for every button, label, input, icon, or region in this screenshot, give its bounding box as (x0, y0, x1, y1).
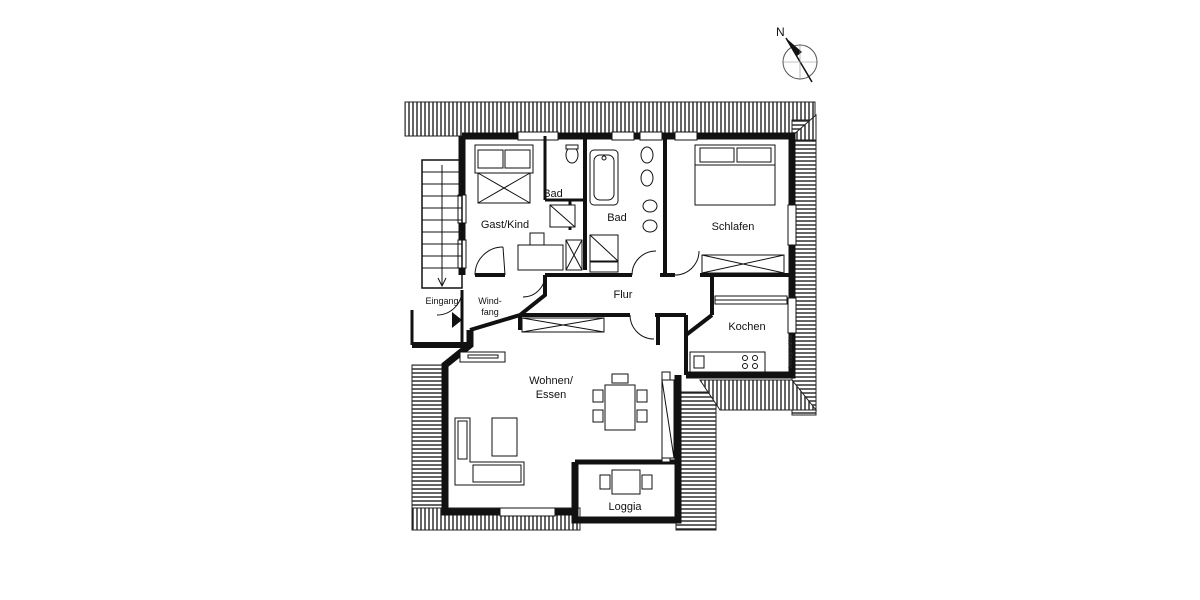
entrance-arrow-icon (452, 312, 462, 328)
double-bed-icon (694, 144, 776, 206)
roof-bottom-right (675, 391, 717, 531)
roof-overhang (404, 101, 818, 531)
roof-top (404, 101, 816, 137)
desk-icon (517, 244, 564, 271)
roof-right (791, 119, 817, 416)
label-wohnen-1: Wohnen/ (529, 375, 574, 387)
guest-sofa-icon (474, 144, 534, 204)
dining-table-icon (604, 384, 636, 431)
label-kochen: Kochen (728, 321, 765, 333)
label-gast-kind: Gast/Kind (481, 219, 529, 231)
label-windfang-1: Wind- (478, 296, 502, 306)
coffee-table-icon (491, 417, 518, 457)
label-bad-small: Bad (543, 188, 563, 200)
room-labels: Gast/Kind Bad Bad Schlafen Eingang Wind-… (425, 188, 765, 513)
interior-walls (469, 136, 792, 375)
staircase (421, 159, 463, 289)
label-flur: Flur (614, 289, 633, 301)
sink-2-icon (642, 219, 658, 233)
north-arrow-icon: N (776, 25, 818, 83)
label-schlafen: Schlafen (712, 221, 755, 233)
toilet-main-icon (640, 169, 654, 187)
entrance-walls (410, 290, 470, 348)
furniture (454, 144, 788, 495)
label-bad-main: Bad (607, 212, 627, 224)
compass-north-label: N (776, 25, 785, 39)
sink-icon (642, 199, 658, 213)
loggia-table-icon (611, 469, 641, 495)
roof-left (411, 364, 445, 521)
watermark: Immogrundriss (788, 334, 794, 368)
roof-right-slant (699, 379, 818, 411)
label-wohnen-2: Essen (536, 389, 567, 401)
label-loggia: Loggia (608, 501, 642, 513)
label-windfang-2: fang (481, 307, 499, 317)
bidet-icon (640, 146, 654, 164)
label-eingang: Eingang (425, 296, 458, 306)
chair-icon (529, 232, 545, 246)
door-swings (436, 246, 700, 340)
